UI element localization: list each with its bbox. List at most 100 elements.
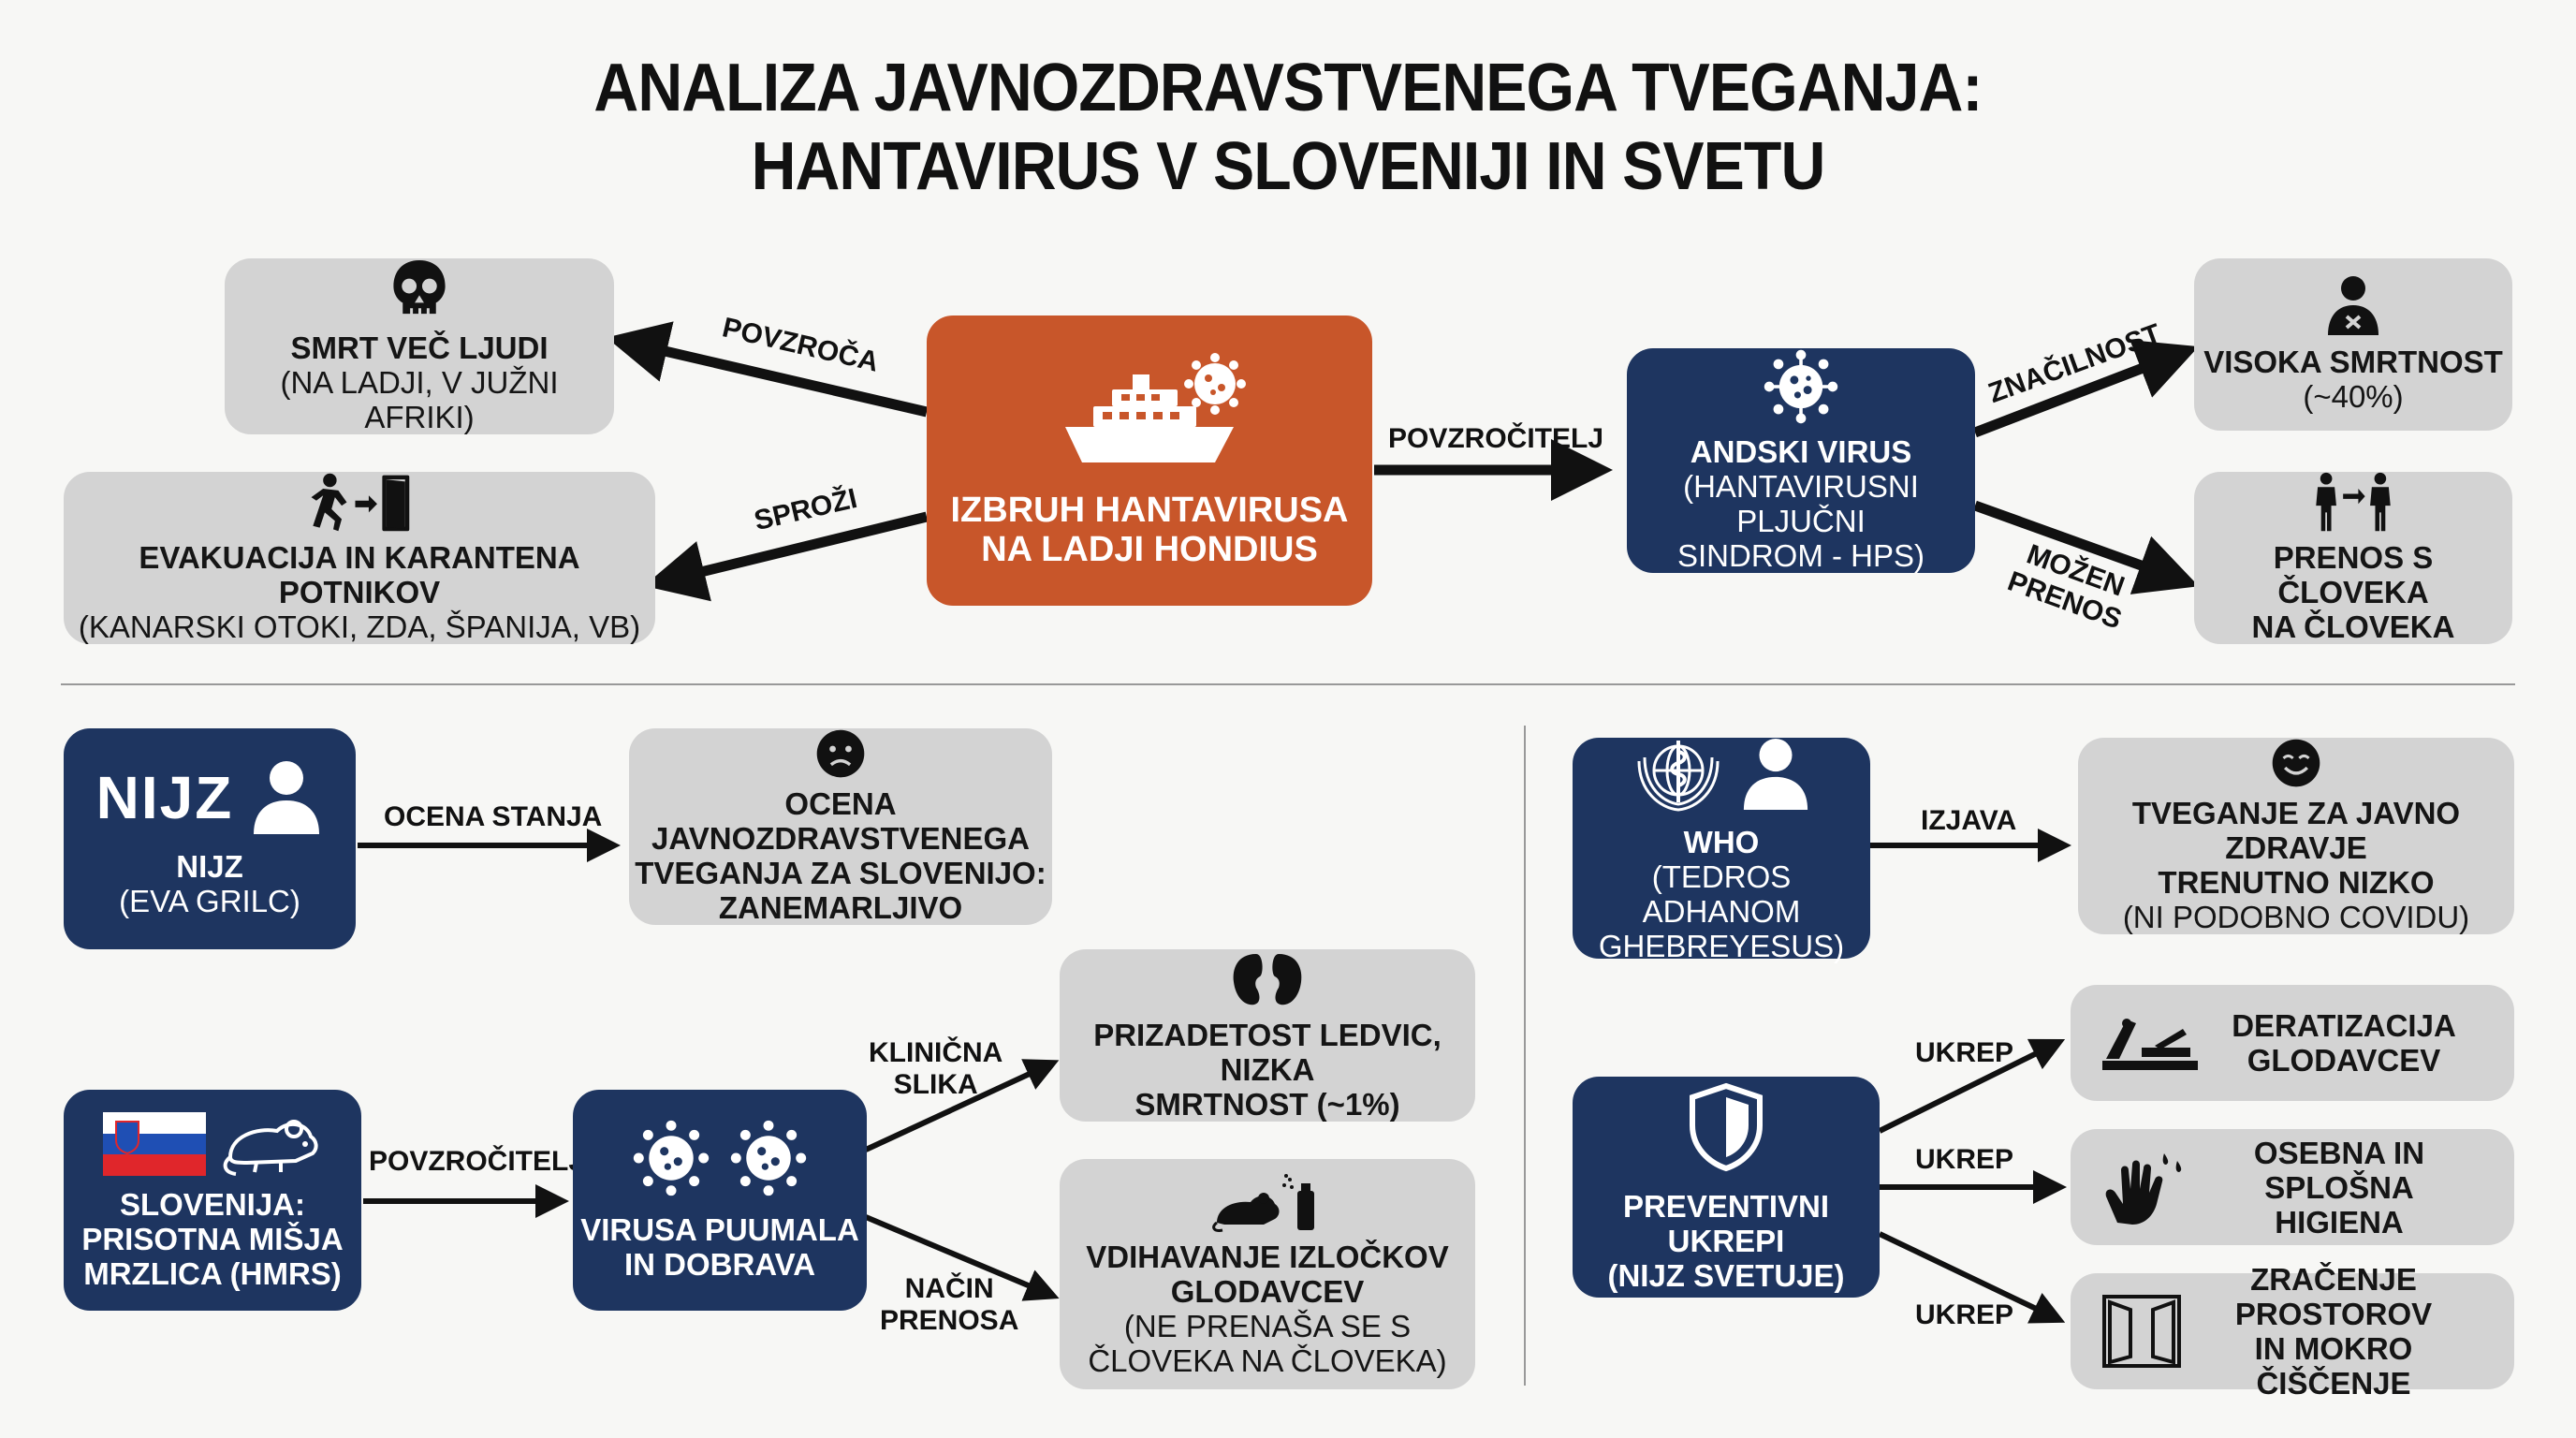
assessment-line-2: TVEGANJA ZA SLOVENIJO: [635, 856, 1046, 890]
death-sub: (NA LADJI, V JUŽNI AFRIKI) [280, 365, 559, 434]
outbreak-line-2: NA LADJI HONDIUS [981, 530, 1318, 569]
outbreak-node: IZBRUH HANTAVIRUSA NA LADJI HONDIUS [927, 315, 1372, 606]
label-mode: NAČIN PRENOSA [880, 1273, 1018, 1337]
label-mode-1: NAČIN [904, 1273, 994, 1304]
label-measure-2: UKREP [1915, 1144, 2014, 1175]
arrow-measure-3 [1878, 1231, 2066, 1324]
label-assessment: OCENA STANJA [384, 801, 603, 832]
nijz-name: NIJZ [176, 849, 243, 884]
viruses-node: VIRUSA PUUMALA IN DOBRAVA [573, 1090, 867, 1311]
horizontal-divider [61, 683, 2515, 685]
nijz-node: NIJZ NIJZ (EVA GRILC) [64, 728, 356, 949]
mouse-icon [223, 1119, 318, 1176]
transmission-line-1: PRENOS S ČLOVEKA [2273, 540, 2434, 609]
evacuation-sub: (KANARSKI OTOKI, ZDA, ŠPANIJA, VB) [78, 609, 641, 644]
ship-virus-icon [1065, 353, 1246, 462]
outbreak-line-1: IZBRUH HANTAVIRUSA [950, 491, 1349, 530]
kidneys-icon [1233, 953, 1302, 1005]
death-node: SMRT VEČ LJUDI (NA LADJI, V JUŽNI AFRIKI… [225, 258, 614, 434]
arrow-triggers [643, 511, 929, 602]
person-icon [1743, 739, 1808, 810]
label-causatives: POVZROČITELJI [369, 1146, 593, 1177]
people-transfer-icon [2316, 472, 2391, 532]
transmission-line-2: NA ČLOVEKA [2251, 609, 2455, 644]
human-transmission-node: PRENOS S ČLOVEKA NA ČLOVEKA [2194, 472, 2512, 644]
deratization-line-1: DERATIZACIJA [2232, 1008, 2456, 1043]
label-clinical: KLINIČNA SLIKA [869, 1037, 1003, 1101]
viruses-icons [632, 1119, 808, 1197]
label-mode-2: PRENOSA [880, 1305, 1019, 1336]
nijz-person: (EVA GRILC) [119, 884, 300, 918]
kidney-line-2: SMRTNOST (~1%) [1134, 1086, 1400, 1122]
arrow-clinical [864, 1059, 1060, 1152]
who-sub-1: (TEDROS ADHANOM [1642, 859, 1801, 929]
label-clinical-1: KLINIČNA [869, 1037, 1003, 1068]
arrow-causes [606, 321, 929, 418]
who-node: WHO (TEDROS ADHANOM GHEBREYESUS) [1573, 738, 1870, 963]
slovenia-line-1: SLOVENIJA: [119, 1186, 306, 1222]
inhalation-line-1: VDIHAVANJE IZLOČKOV [1086, 1240, 1449, 1274]
ventilation-line-1: ZRAČENJE PROSTOROV [2234, 1262, 2433, 1331]
smiley-icon [2272, 739, 2320, 787]
andes-sub-2: SINDROM - HPS) [1677, 538, 1925, 573]
prevention-line-1: PREVENTIVNI UKREPI [1622, 1188, 1830, 1258]
risk-sub: (NI PODOBNO COVIDU) [2122, 900, 2470, 934]
nijz-logo: NIJZ [95, 763, 234, 831]
slovenia-line-3: MRZLICA (HMRS) [83, 1255, 342, 1291]
mortality-sub: (~40%) [2303, 379, 2404, 414]
person-x-icon [2328, 276, 2378, 335]
label-measure-3: UKREP [1915, 1299, 2014, 1330]
page-title: ANALIZA JAVNOZDRAVSTVENEGA TVEGANJA: HAN… [103, 49, 2473, 206]
who-emblem-icon [1637, 741, 1720, 812]
andes-virus-node: ANDSKI VIRUS (HANTAVIRUSNI PLJUČNI SINDR… [1627, 348, 1975, 573]
arrow-possible-transmission [1973, 500, 2200, 594]
person-icon [254, 761, 320, 834]
ventilation-line-2: IN MOKRO ČIŠČENJE [2254, 1331, 2413, 1401]
andes-sub-1: (HANTAVIRUSNI PLJUČNI [1683, 469, 1919, 538]
high-mortality-node: VISOKA SMRTNOST (~40%) [2194, 258, 2512, 431]
vertical-divider [1524, 726, 1526, 1386]
sad-face-icon [816, 729, 865, 778]
who-sub-2: GHEBREYESUS) [1598, 929, 1845, 963]
hygiene-line-2: HIGIENA [2275, 1204, 2404, 1240]
virus-icon [633, 1120, 710, 1196]
assessment-node: OCENA JAVNOZDRAVSTVENEGA TVEGANJA ZA SLO… [629, 728, 1052, 925]
assessment-line-3: ZANEMARLJIVO [718, 890, 963, 925]
rat-spray-icon [1212, 1174, 1314, 1232]
evacuation-title: EVAKUACIJA IN KARANTENA POTNIKOV [139, 540, 580, 609]
virus-icon [730, 1120, 807, 1196]
slovenia-node: SLOVENIJA: PRISOTNA MIŠJA MRZLICA (HMRS) [64, 1090, 361, 1311]
hand-wash-icon [2105, 1153, 2182, 1225]
viruses-line-1: VIRUSA PUUMALA [580, 1212, 859, 1247]
death-title: SMRT VEČ LJUDI [290, 330, 549, 365]
mousetrap-icon [2102, 1019, 2198, 1070]
arrow-mode [864, 1214, 1060, 1301]
label-clinical-2: SLIKA [893, 1069, 978, 1100]
measure-ventilation: ZRAČENJE PROSTOROV IN MOKRO ČIŠČENJE [2071, 1262, 2514, 1401]
hygiene-line-1: OSEBNA IN SPLOŠNA [2253, 1135, 2425, 1205]
label-measure-1: UKREP [1915, 1037, 2014, 1068]
arrow-feature [1973, 340, 2199, 438]
prevention-node: PREVENTIVNI UKREPI (NIJZ SVETUJE) [1573, 1077, 1880, 1298]
inhalation-sub-1: (NE PRENAŠA SE S [1123, 1309, 1412, 1343]
inhalation-line-2: GLODAVCEV [1170, 1274, 1365, 1309]
risk-line-1: TVEGANJE ZA JAVNO ZDRAVJE [2131, 796, 2461, 865]
window-icon [2102, 1295, 2181, 1368]
evacuation-node: EVAKUACIJA IN KARANTENA POTNIKOV (KANARS… [64, 472, 655, 644]
exit-run-icon [311, 473, 410, 532]
label-causative: POVZROČITELJ [1388, 423, 1604, 454]
risk-node: TVEGANJE ZA JAVNO ZDRAVJE TRENUTNO NIZKO… [2078, 738, 2514, 934]
label-statement: IZJAVA [1921, 805, 2017, 836]
title-line-2: HANTAVIRUS V SLOVENIJI IN SVETU [751, 129, 1826, 204]
arrow-measure-1 [1878, 1038, 2066, 1134]
shield-icon [1690, 1082, 1763, 1171]
assessment-line-1: OCENA JAVNOZDRAVSTVENEGA [651, 786, 1030, 856]
kidney-line-1: PRIZADETOST LEDVIC, NIZKA [1093, 1017, 1442, 1087]
title-line-1: ANALIZA JAVNOZDRAVSTVENEGA TVEGANJA: [593, 51, 1983, 125]
viruses-line-2: IN DOBRAVA [623, 1247, 816, 1282]
risk-line-2: TRENUTNO NIZKO [2158, 865, 2435, 900]
inhalation-node: VDIHAVANJE IZLOČKOV GLODAVCEV (NE PRENAŠ… [1060, 1159, 1475, 1389]
skull-icon [393, 259, 446, 316]
who-name: WHO [1683, 825, 1760, 859]
